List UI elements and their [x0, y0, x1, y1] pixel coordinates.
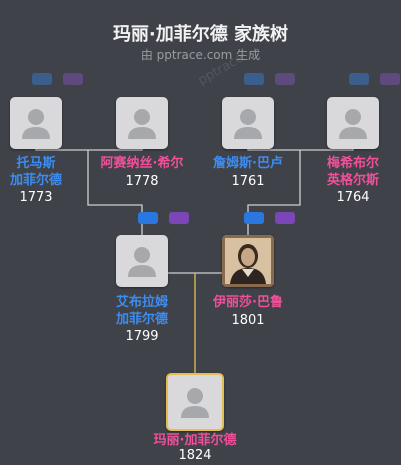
avatar-placeholder-icon [181, 388, 209, 418]
expand-father-button[interactable] [32, 73, 52, 85]
person-birth-year: 1773 [19, 190, 53, 205]
expand-father-button[interactable] [349, 73, 369, 85]
person-name[interactable]: 玛丽·加菲尔德 [153, 433, 237, 448]
person-photo[interactable] [10, 97, 62, 149]
expand-mother-button[interactable] [275, 212, 295, 224]
avatar-placeholder-icon [339, 109, 367, 139]
person-birth-year: 1764 [336, 190, 370, 205]
person-birth-year: 1801 [231, 313, 265, 328]
person-name[interactable]: 梅希布尔英格尔斯 [326, 156, 379, 188]
portrait-photo [222, 235, 274, 287]
person-photo[interactable] [327, 97, 379, 149]
person-name[interactable]: 托马斯加菲尔德 [9, 156, 62, 188]
person-birth-year: 1824 [178, 448, 212, 463]
person-birth-year: 1761 [231, 174, 265, 189]
expand-father-button[interactable] [244, 73, 264, 85]
page-title: 玛丽·加菲尔德 家族树 [112, 24, 289, 45]
expand-mother-button[interactable] [169, 212, 189, 224]
person-photo-selected[interactable] [166, 373, 224, 431]
person-name[interactable]: 詹姆斯·巴卢 [213, 156, 283, 171]
expand-mother-button[interactable] [275, 73, 295, 85]
person-birth-year: 1799 [125, 329, 159, 344]
avatar-placeholder-icon [22, 109, 50, 139]
avatar-placeholder-icon [234, 109, 262, 139]
page-subtitle: 由 pptrace.com 生成 [140, 48, 261, 62]
person-name[interactable]: 艾布拉姆加菲尔德 [115, 295, 168, 327]
person-name[interactable]: 阿赛纳丝·希尔 [100, 156, 184, 171]
person-photo[interactable] [222, 235, 274, 287]
person-name[interactable]: 伊丽莎·巴鲁 [213, 295, 283, 310]
avatar-placeholder-icon [128, 247, 156, 277]
expand-mother-button[interactable] [63, 73, 83, 85]
person-photo[interactable] [222, 97, 274, 149]
avatar-placeholder-icon [128, 109, 156, 139]
person-birth-year: 1778 [125, 174, 159, 189]
expand-mother-button[interactable] [380, 73, 400, 85]
person-photo[interactable] [116, 235, 168, 287]
person-photo[interactable] [116, 97, 168, 149]
expand-father-button[interactable] [138, 212, 158, 224]
expand-father-button[interactable] [244, 212, 264, 224]
